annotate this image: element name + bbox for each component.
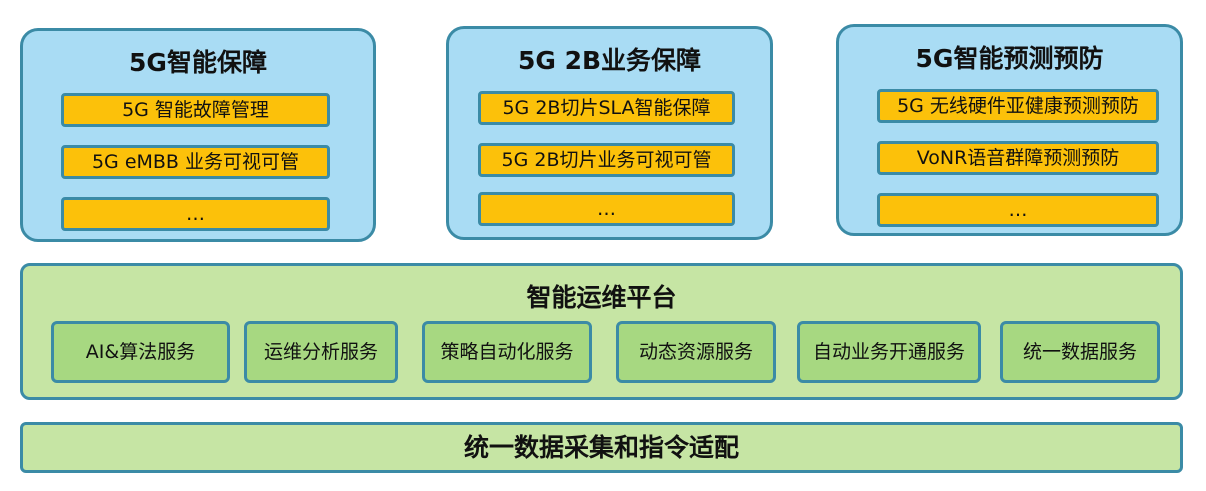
card-title: 5G智能预测预防 bbox=[915, 44, 1104, 73]
card-item-slice-sla-assurance: 5G 2B切片SLA智能保障 bbox=[478, 91, 735, 125]
service-ai-algorithm: AI&算法服务 bbox=[51, 321, 230, 383]
service-unified-data: 统一数据服务 bbox=[1000, 321, 1160, 383]
card-item-fault-management: 5G 智能故障管理 bbox=[61, 93, 330, 127]
card-title: 5G 2B业务保障 bbox=[517, 46, 702, 75]
unified-data-collection-bar: 统一数据采集和指令适配 bbox=[20, 422, 1183, 473]
card-item-hardware-health-prediction: 5G 无线硬件亚健康预测预防 bbox=[877, 89, 1159, 123]
card-item-slice-visibility: 5G 2B切片业务可视可管 bbox=[478, 143, 735, 177]
service-ops-analysis: 运维分析服务 bbox=[244, 321, 398, 383]
service-auto-provisioning: 自动业务开通服务 bbox=[797, 321, 981, 383]
intelligent-ops-platform: 智能运维平台 AI&算法服务 运维分析服务 策略自动化服务 动态资源服务 自动业… bbox=[20, 263, 1183, 400]
card-item-more: … bbox=[478, 192, 735, 226]
service-dynamic-resource: 动态资源服务 bbox=[616, 321, 776, 383]
service-policy-automation: 策略自动化服务 bbox=[422, 321, 592, 383]
card-item-more: … bbox=[61, 197, 330, 231]
card-item-embb-visibility: 5G eMBB 业务可视可管 bbox=[61, 145, 330, 179]
platform-title: 智能运维平台 bbox=[526, 283, 677, 312]
card-5g-intelligent-assurance: 5G智能保障 5G 智能故障管理 5G eMBB 业务可视可管 … bbox=[20, 28, 376, 242]
card-item-vonr-prediction: VoNR语音群障预测预防 bbox=[877, 141, 1159, 175]
card-item-more: … bbox=[877, 193, 1159, 227]
card-5g-intelligent-prediction: 5G智能预测预防 5G 无线硬件亚健康预测预防 VoNR语音群障预测预防 … bbox=[836, 24, 1183, 236]
card-title: 5G智能保障 bbox=[129, 48, 267, 77]
card-5g-2b-service-assurance: 5G 2B业务保障 5G 2B切片SLA智能保障 5G 2B切片业务可视可管 … bbox=[446, 26, 773, 240]
